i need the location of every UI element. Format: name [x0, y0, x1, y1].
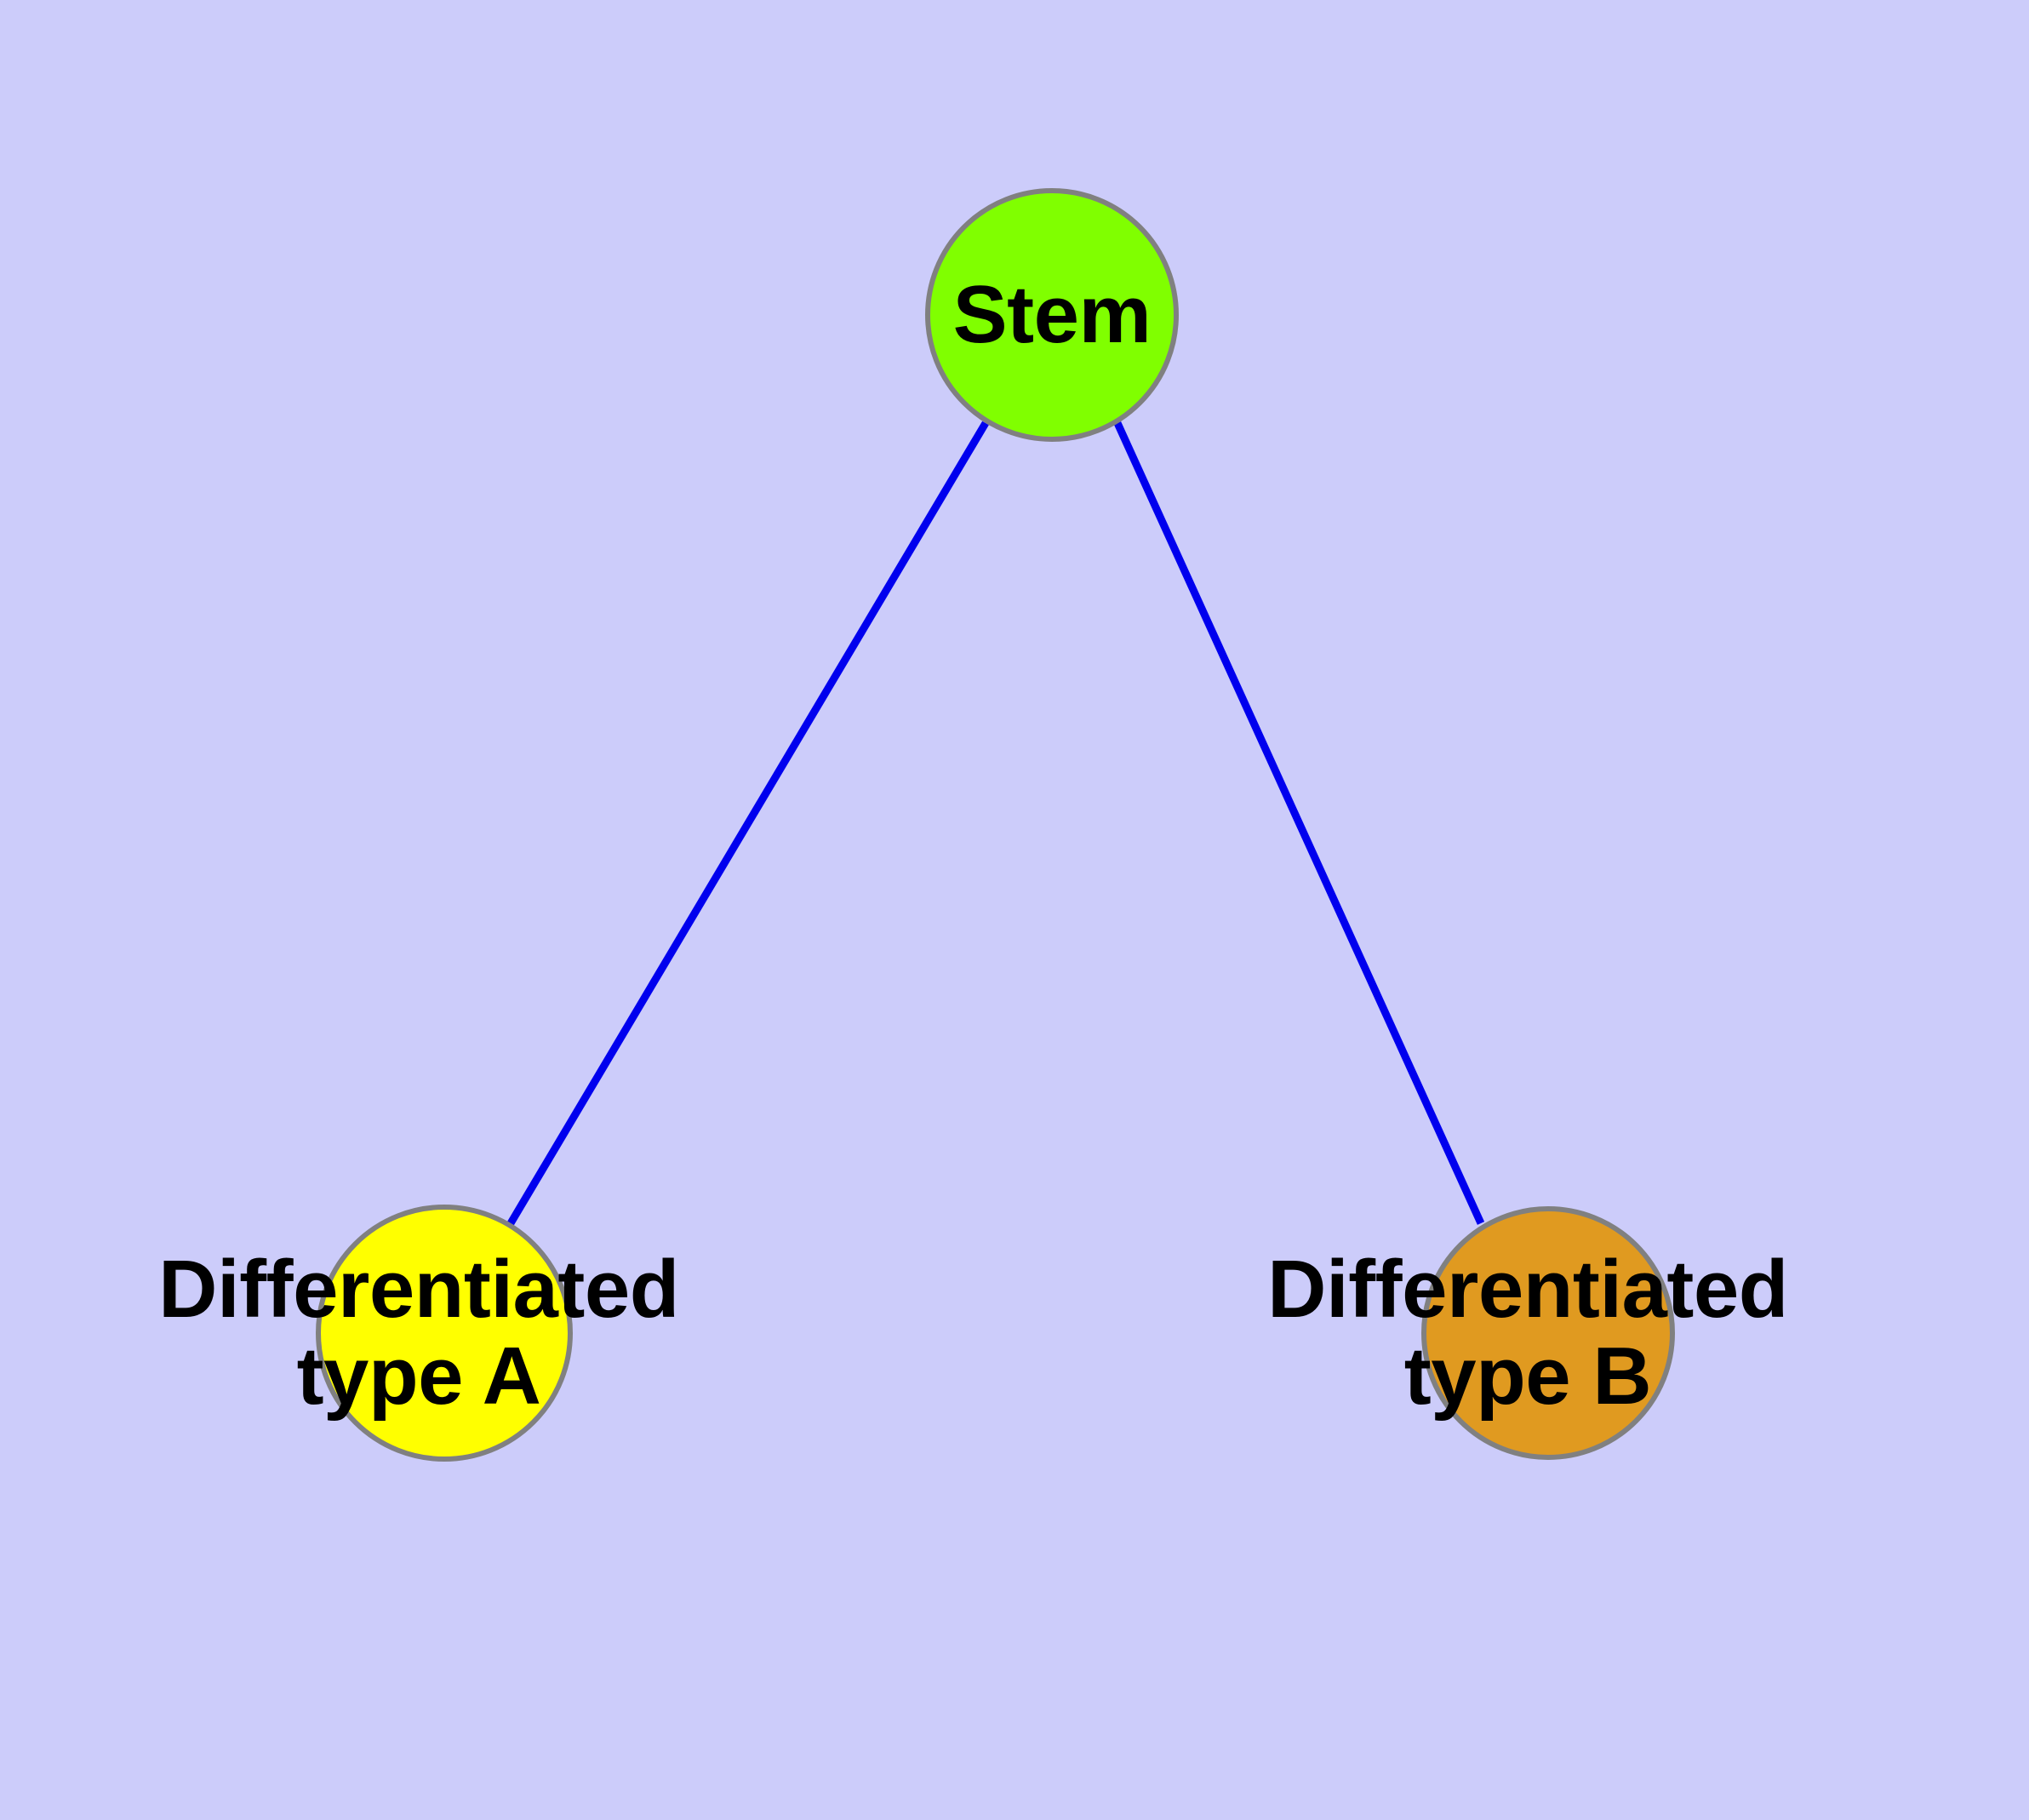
node-label-line-2: type B — [1403, 1330, 1652, 1422]
node-differentiated-type-b[interactable] — [1421, 1206, 1675, 1460]
node-label-line-1: Differentiated — [1267, 1244, 1788, 1335]
node-label-line-2: type A — [296, 1330, 541, 1422]
node-label-stem: Stem — [952, 269, 1152, 360]
node-stem[interactable] — [925, 188, 1179, 442]
edge-stem-to-differentiated-type-b — [1113, 421, 1485, 1225]
node-label-line-1: Differentiated — [158, 1244, 679, 1335]
edge-stem-to-differentiated-type-a — [507, 421, 989, 1226]
node-differentiated-type-a[interactable] — [316, 1205, 573, 1462]
